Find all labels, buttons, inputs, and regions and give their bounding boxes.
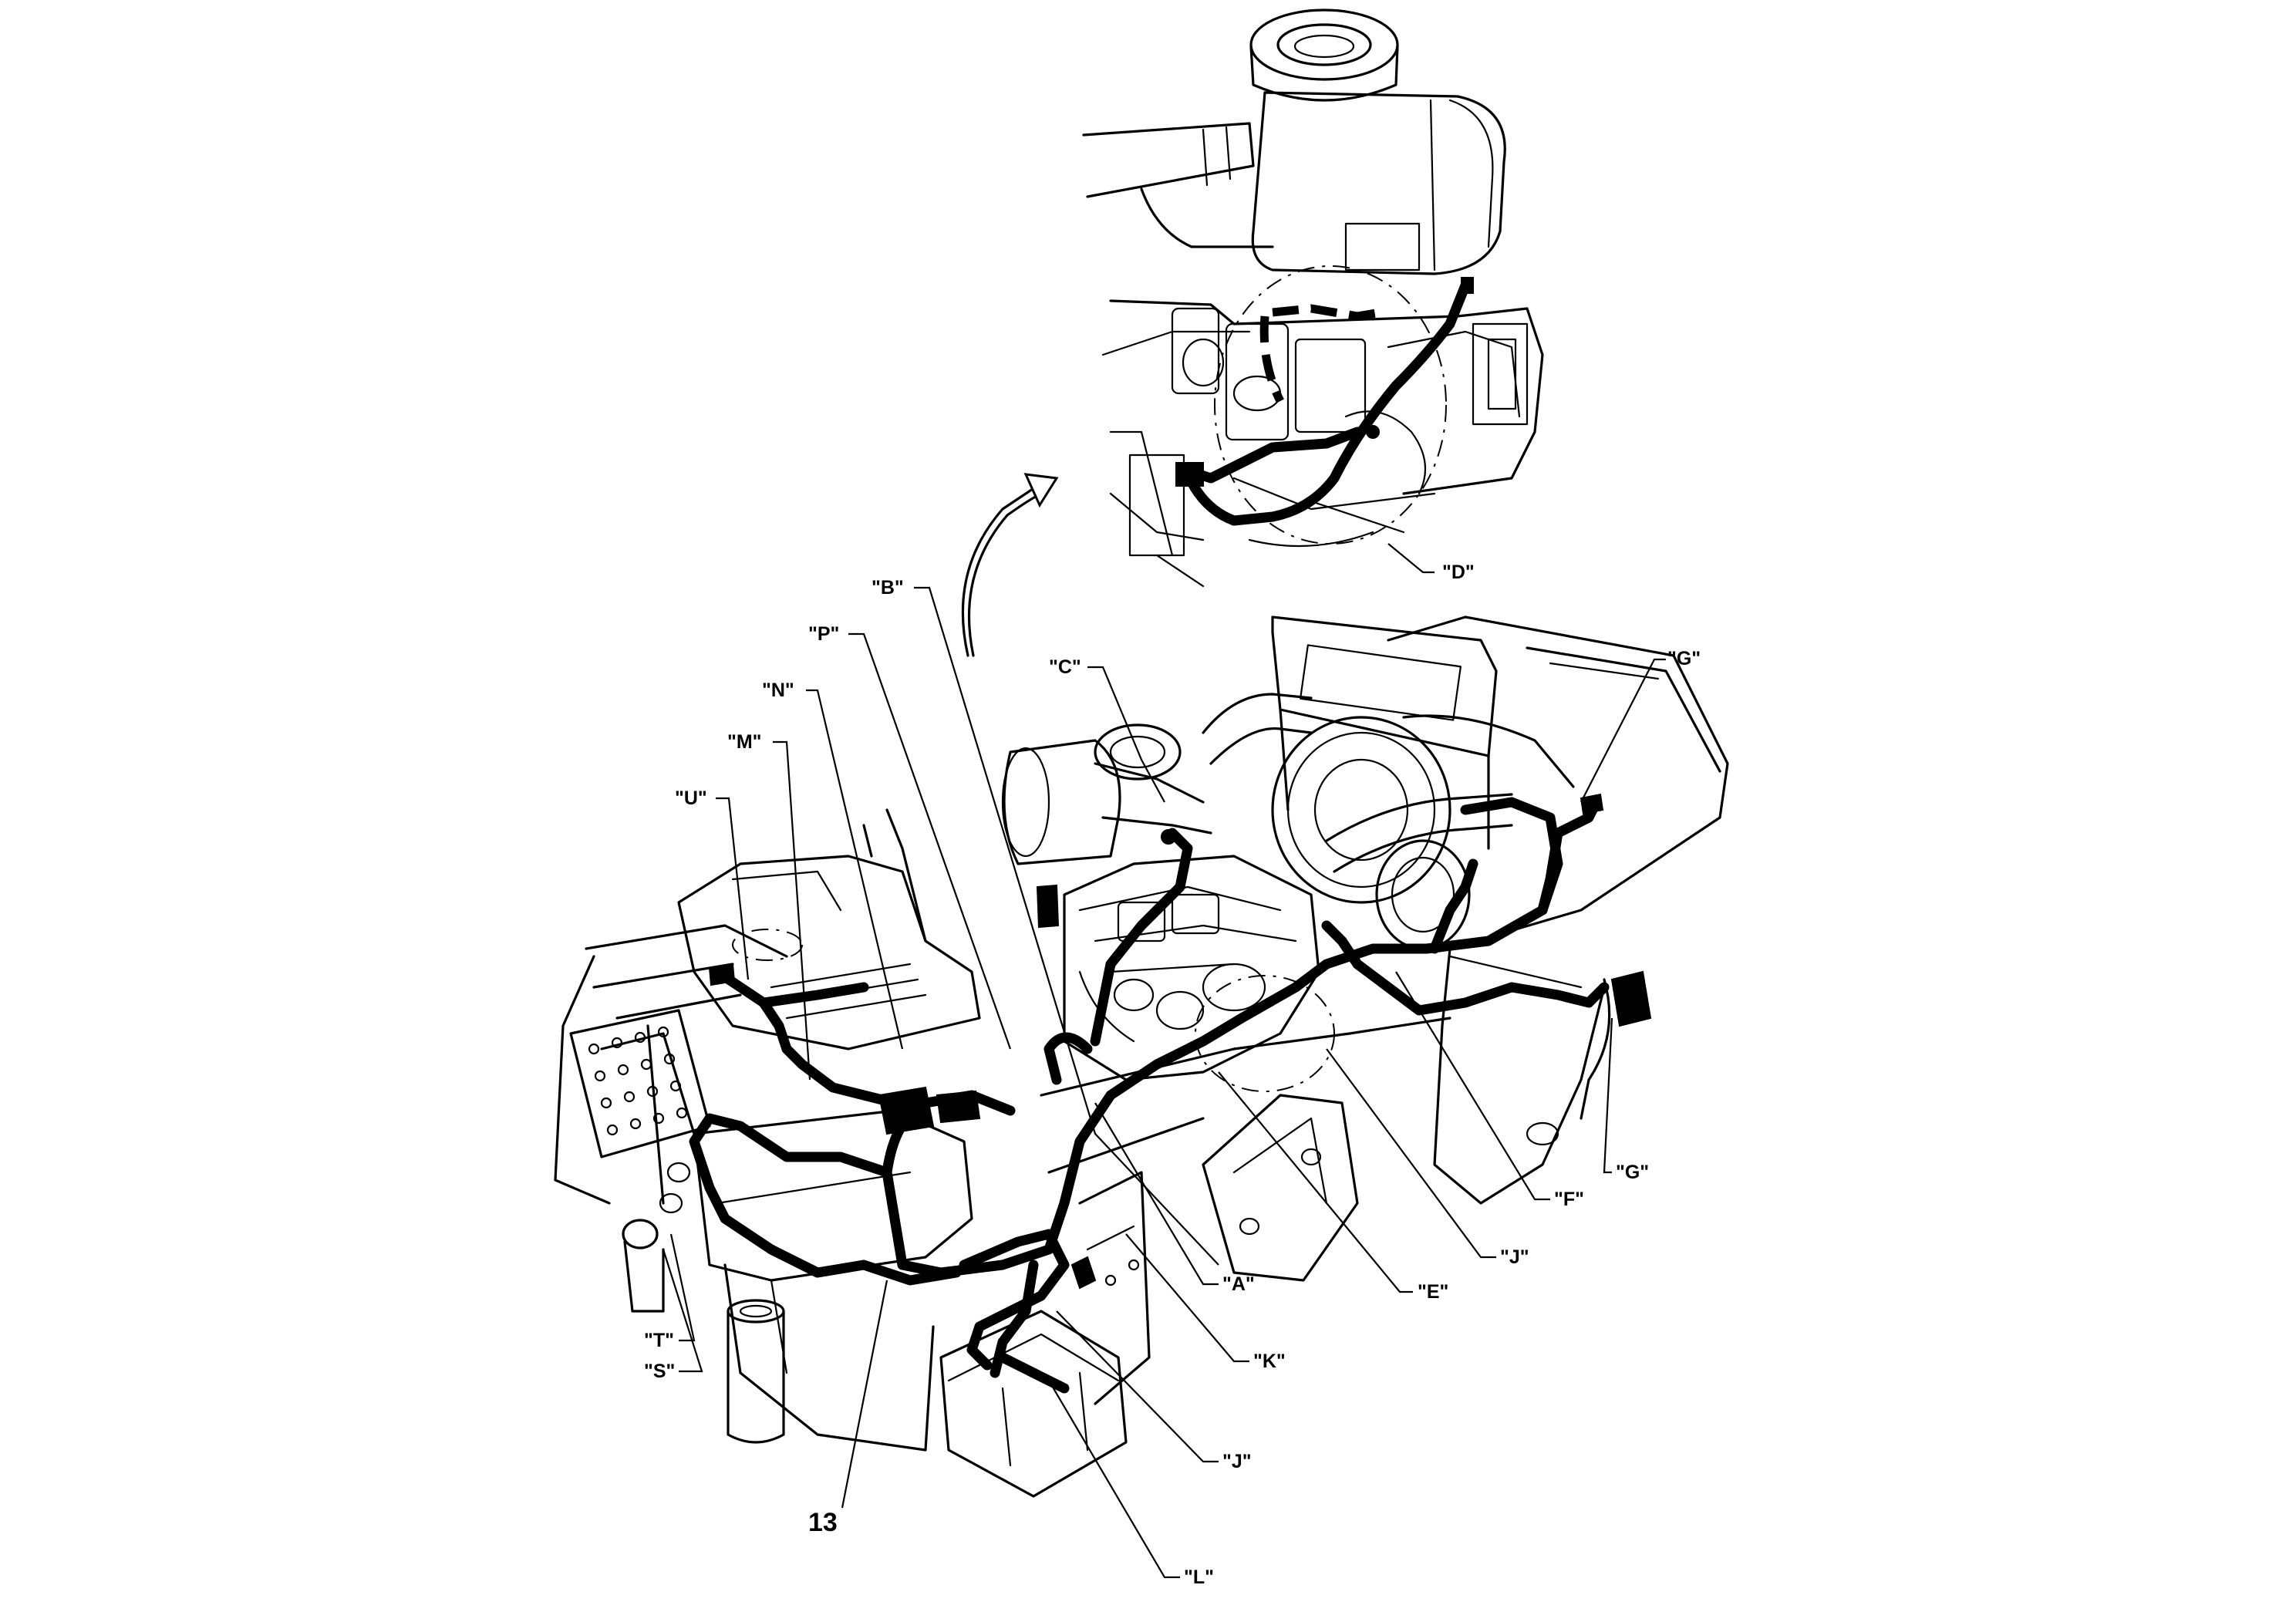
detail-view-engine bbox=[961, 8, 1544, 657]
callout-l: "L" bbox=[1184, 1566, 1214, 1588]
callout-n: "N" bbox=[762, 679, 794, 701]
callout-g-bottom: "G" bbox=[1616, 1162, 1649, 1183]
part-number-13: 13 bbox=[808, 1508, 838, 1537]
callout-f: "F" bbox=[1554, 1189, 1584, 1210]
callout-labels: "B" "P" "N" "M" "U" "C" "D" "G" "G" "F" … bbox=[644, 561, 1701, 1588]
callout-a: "A" bbox=[1222, 1273, 1255, 1295]
callout-s: "S" bbox=[644, 1361, 675, 1382]
callout-p: "P" bbox=[808, 623, 839, 645]
callout-e: "E" bbox=[1418, 1281, 1448, 1303]
step-holes bbox=[588, 1026, 688, 1136]
leader-lines bbox=[662, 543, 1666, 1579]
callout-c: "C" bbox=[1049, 656, 1081, 678]
callout-j-bottom: "J" bbox=[1222, 1451, 1252, 1472]
callout-k: "K" bbox=[1253, 1351, 1286, 1372]
main-view-tractor bbox=[554, 615, 1729, 1498]
callout-u: "U" bbox=[675, 787, 707, 809]
callout-j-right: "J" bbox=[1500, 1246, 1529, 1268]
callout-g-top: "G" bbox=[1667, 648, 1701, 669]
callout-d: "D" bbox=[1442, 561, 1475, 583]
callout-t: "T" bbox=[644, 1330, 674, 1351]
callout-m: "M" bbox=[727, 731, 762, 753]
callout-b: "B" bbox=[872, 577, 904, 599]
